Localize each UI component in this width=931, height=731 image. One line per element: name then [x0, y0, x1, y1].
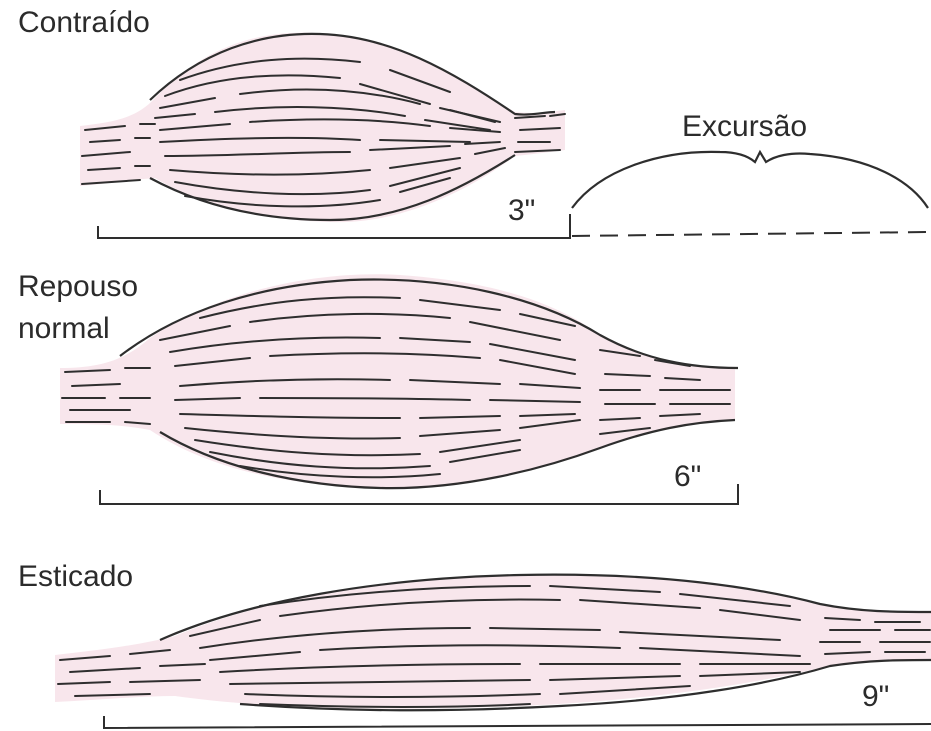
contracted-label: Contraído [18, 8, 150, 38]
stretched-length-label: 9" [862, 682, 889, 712]
rest-muscle-body [60, 274, 735, 488]
rest-label-line2: normal [18, 314, 110, 344]
excursion-dashed-line [572, 232, 928, 236]
rest-muscle [60, 274, 738, 488]
excursion-brace [572, 152, 928, 208]
stretched-muscle-body [55, 574, 931, 709]
stretched-length-bracket [104, 716, 931, 728]
stretched-muscle [55, 574, 931, 710]
excursion-label: Excursão [682, 112, 807, 142]
contracted-length-label: 3" [508, 196, 535, 226]
stretched-label: Esticado [18, 562, 133, 592]
rest-length-label: 6" [674, 462, 701, 492]
contracted-muscle [80, 33, 565, 223]
rest-label-line1: Repouso [18, 272, 138, 302]
